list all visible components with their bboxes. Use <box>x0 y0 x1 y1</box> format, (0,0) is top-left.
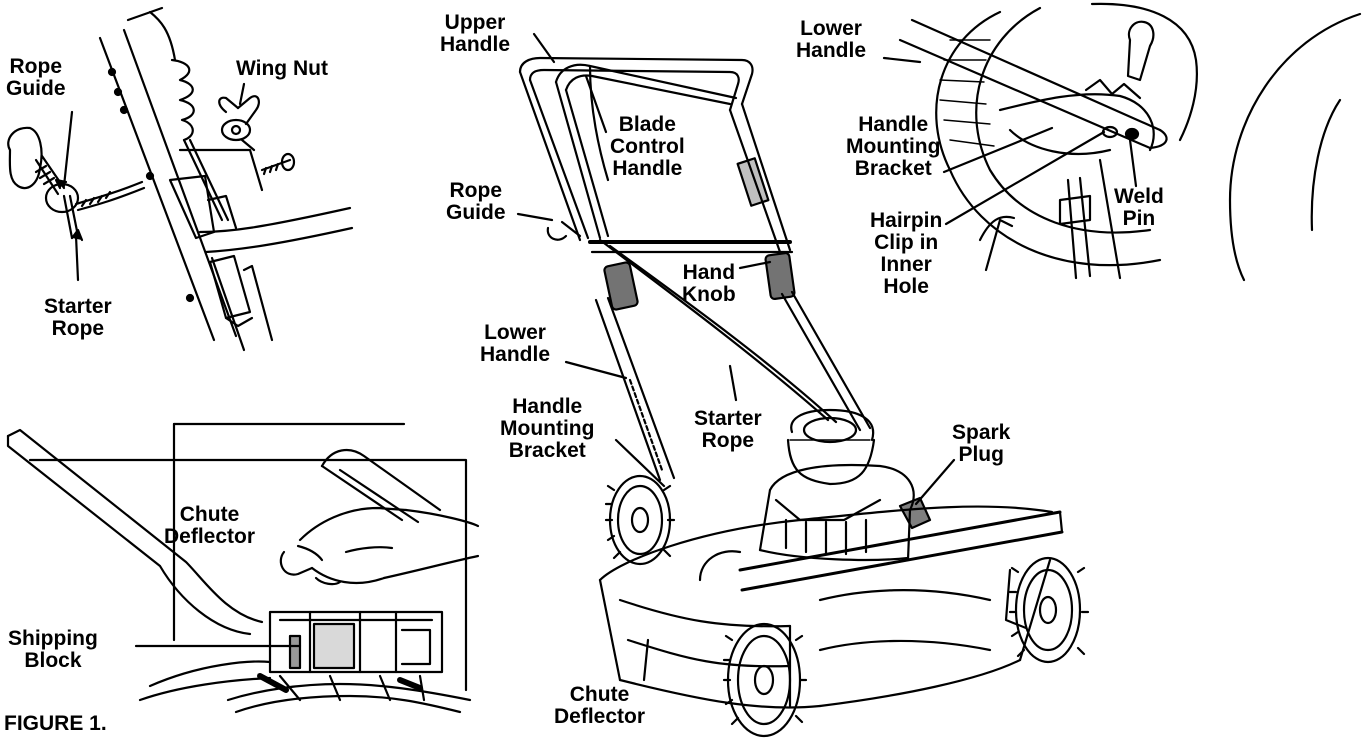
label-handle-mounting-bracket-detail: Handle Mounting Bracket <box>846 113 941 180</box>
label-blade-control-handle: Blade Control Handle <box>610 113 685 180</box>
chute-detail-art <box>6 422 480 714</box>
label-hairpin-clip: Hairpin Clip in Inner Hole <box>870 209 943 298</box>
label-hand-knob: Hand Knob <box>682 261 736 306</box>
label-chute-deflector-detail: Chute Deflector <box>164 503 256 548</box>
mower-art <box>516 32 1090 738</box>
label-lower-handle-detail: Lower Handle <box>796 17 867 62</box>
label-starter-rope-detail: Starter Rope <box>44 295 112 340</box>
figure-caption: FIGURE 1. <box>4 712 107 735</box>
label-handle-mounting-bracket-mower: Handle Mounting Bracket <box>500 395 595 462</box>
bracket-detail-art <box>882 2 1362 282</box>
label-weld-pin: Weld Pin <box>1114 185 1164 230</box>
label-chute-deflector-mower: Chute Deflector <box>554 683 646 728</box>
label-starter-rope-mower: Starter Rope <box>694 407 762 452</box>
label-spark-plug: Spark Plug <box>952 421 1011 466</box>
label-wing-nut: Wing Nut <box>236 57 328 80</box>
label-shipping-block: Shipping Block <box>8 627 98 672</box>
label-lower-handle-mower: Lower Handle <box>480 321 551 366</box>
label-upper-handle: Upper Handle <box>440 11 511 56</box>
label-rope-guide-mower: Rope Guide <box>446 179 506 224</box>
rope-guide-detail-art <box>7 6 354 352</box>
label-rope-guide-detail: Rope Guide <box>6 55 66 100</box>
